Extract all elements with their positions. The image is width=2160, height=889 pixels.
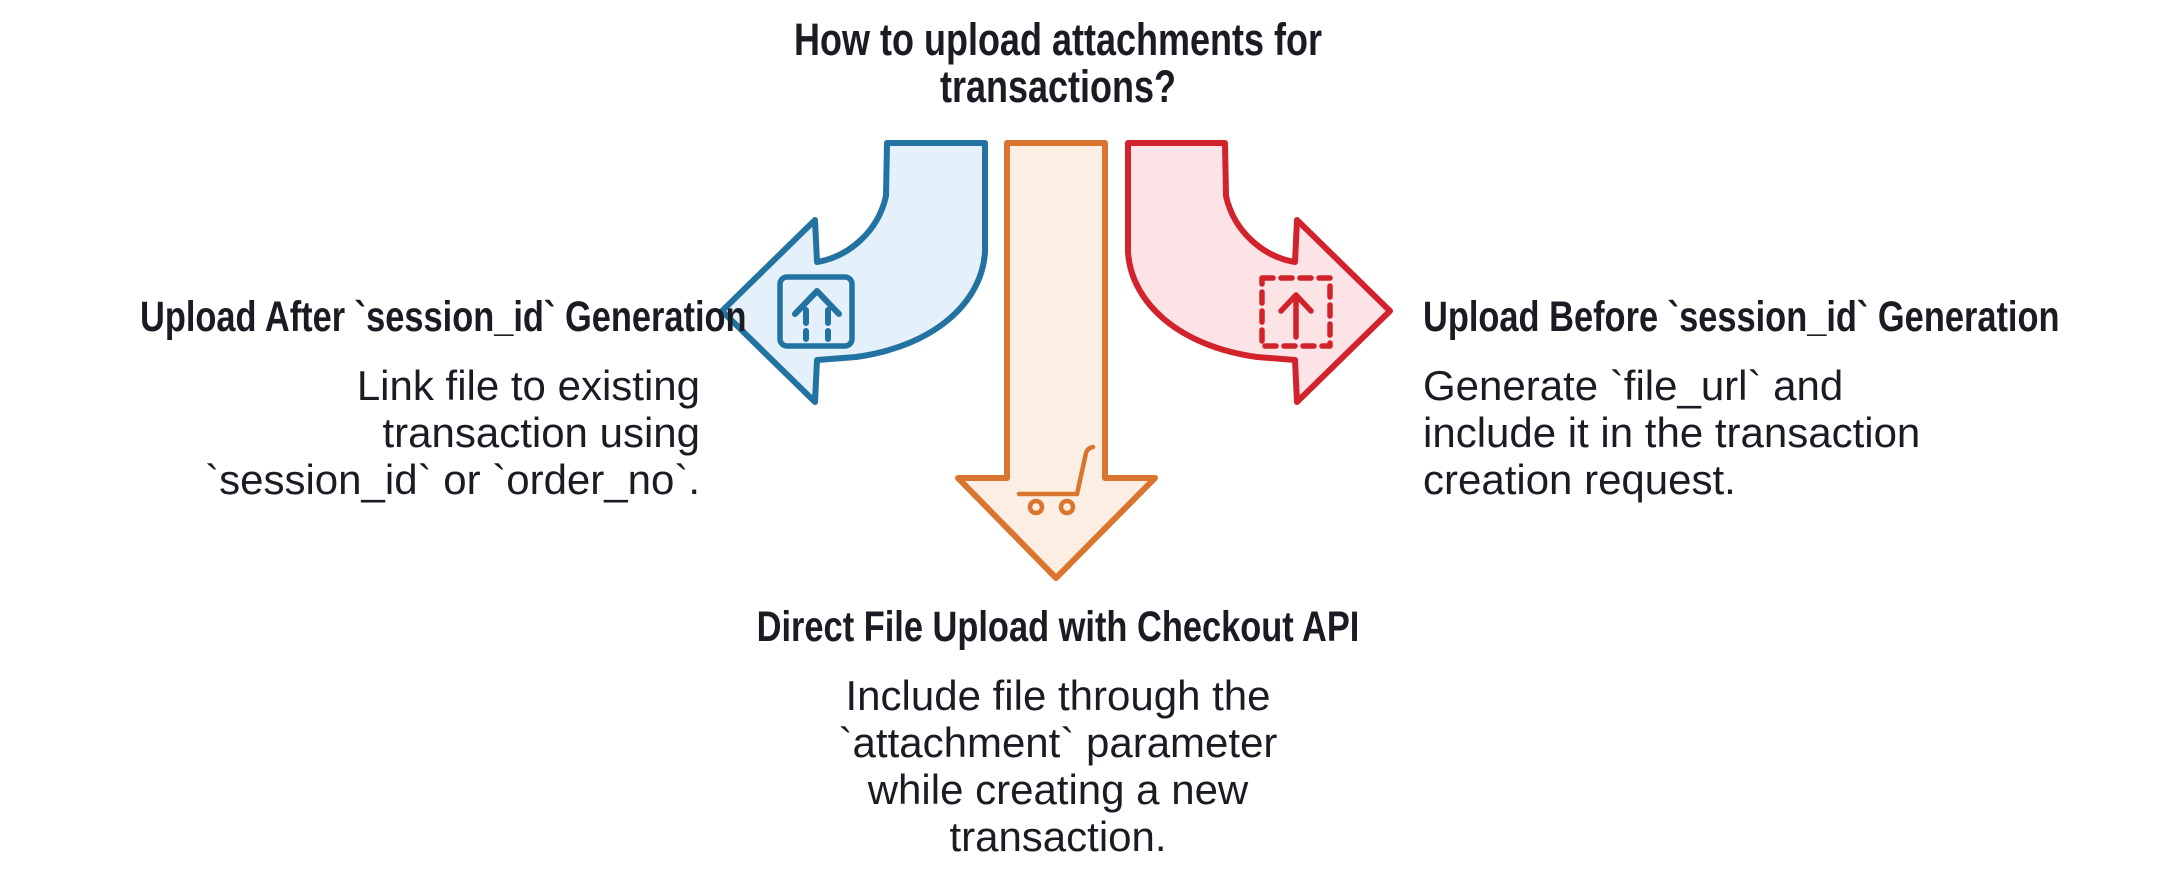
branch-left-body: Link file to existing transaction using …: [205, 362, 700, 503]
branch-left-heading: Upload After `session_id` Generation: [140, 293, 747, 341]
diagram-title: How to upload attachments for transactio…: [793, 14, 1322, 112]
branch-right: Upload Before `session_id` Generation Ge…: [1423, 293, 2123, 504]
branch-right-heading: Upload Before `session_id` Generation: [1423, 293, 2060, 341]
left-curved-arrow: [719, 140, 988, 405]
branch-center: Direct File Upload with Checkout API Inc…: [658, 603, 1458, 861]
down-arrow: [955, 140, 1158, 581]
down-arrow-band: [955, 140, 1158, 581]
branch-center-heading: Direct File Upload with Checkout API: [756, 603, 1360, 651]
left-arrow-band: [719, 140, 988, 405]
right-arrow-band: [1125, 140, 1393, 405]
branch-right-body: Generate `file_url` and include it in th…: [1423, 362, 1921, 503]
right-curved-arrow: [1125, 140, 1393, 405]
upload-box-icon: [777, 274, 855, 351]
branch-left: Upload After `session_id` Generation Lin…: [0, 293, 747, 504]
upload-dashed-icon: [1259, 275, 1333, 349]
branch-center-body: Include file through the `attachment` pa…: [838, 672, 1278, 860]
shopping-cart-icon: [1016, 444, 1096, 516]
